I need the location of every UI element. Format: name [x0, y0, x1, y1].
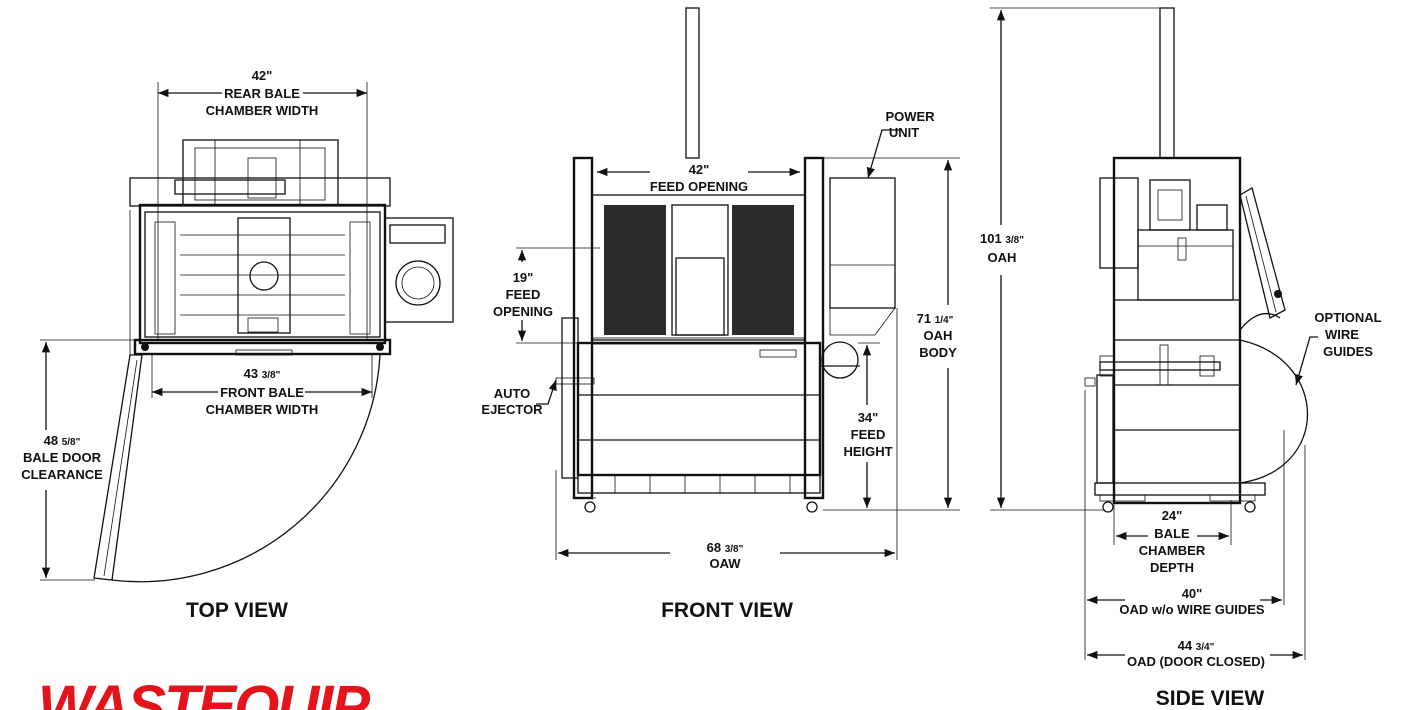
front-feed-opening-height-label-2: OPENING [493, 304, 553, 319]
front-oaw-label: OAW [709, 556, 741, 571]
top-rear-width-label-2: CHAMBER WIDTH [206, 103, 319, 118]
side-wire-guides-label-2: WIRE [1325, 327, 1359, 342]
side-wire-guides-label-1: OPTIONAL [1314, 310, 1381, 325]
front-feed-opening-height-label-1: FEED [506, 287, 541, 302]
top-door-clearance-label-2: CLEARANCE [21, 467, 103, 482]
side-oad-wo-guides-label: OAD w/o WIRE GUIDES [1119, 602, 1265, 617]
side-oah-value: 101 3/8" [980, 231, 1024, 246]
front-auto-ejector-label-2: EJECTOR [481, 402, 543, 417]
front-auto-ejector-label-1: AUTO [494, 386, 531, 401]
side-view-title: SIDE VIEW [1156, 687, 1265, 710]
front-power-unit-label-1: POWER [885, 109, 935, 124]
top-rear-width-value: 42" [252, 68, 273, 83]
side-chamber-depth-label-2: CHAMBER [1139, 543, 1206, 558]
side-wire-guides-label-3: GUIDES [1323, 344, 1373, 359]
front-feed-opening-value: 42" [689, 162, 710, 177]
top-door-clearance-value: 48 5/8" [44, 433, 81, 448]
top-rear-width-label-1: REAR BALE [224, 86, 300, 101]
side-chamber-depth-value: 24" [1162, 508, 1183, 523]
side-oah-label: OAH [988, 250, 1017, 265]
top-front-width-label-1: FRONT BALE [220, 385, 304, 400]
top-view-title: TOP VIEW [186, 599, 288, 622]
front-feed-height-value: 34" [858, 410, 879, 425]
front-view-title: FRONT VIEW [661, 599, 793, 622]
front-power-unit-label-2: UNIT [889, 125, 919, 140]
front-oah-body-value: 71 1/4" [917, 311, 954, 326]
front-oah-body-label-2: BODY [919, 345, 957, 360]
front-oah-body-label-1: OAH [924, 328, 953, 343]
side-chamber-depth-label-3: DEPTH [1150, 560, 1194, 575]
side-view-drawing [990, 7, 1318, 660]
front-view-drawing [516, 7, 960, 560]
top-front-width-label-2: CHAMBER WIDTH [206, 402, 319, 417]
front-feed-height-label-1: FEED [851, 427, 886, 442]
side-oad-door-closed-value: 44 3/4" [1178, 638, 1215, 653]
top-front-width-value: 43 3/8" [244, 366, 281, 381]
top-view-drawing [40, 82, 454, 583]
side-chamber-depth-label-1: BALE [1154, 526, 1190, 541]
brand-logo: WASTEQUIP [38, 674, 370, 710]
side-oad-wo-guides-value: 40" [1182, 586, 1203, 601]
side-oad-door-closed-label: OAD (DOOR CLOSED) [1127, 654, 1265, 669]
front-feed-opening-label: FEED OPENING [650, 179, 748, 194]
front-feed-opening-height-value: 19" [513, 270, 534, 285]
top-door-clearance-label-1: BALE DOOR [23, 450, 102, 465]
front-feed-height-label-2: HEIGHT [843, 444, 892, 459]
front-oaw-value: 68 3/8" [707, 540, 744, 555]
